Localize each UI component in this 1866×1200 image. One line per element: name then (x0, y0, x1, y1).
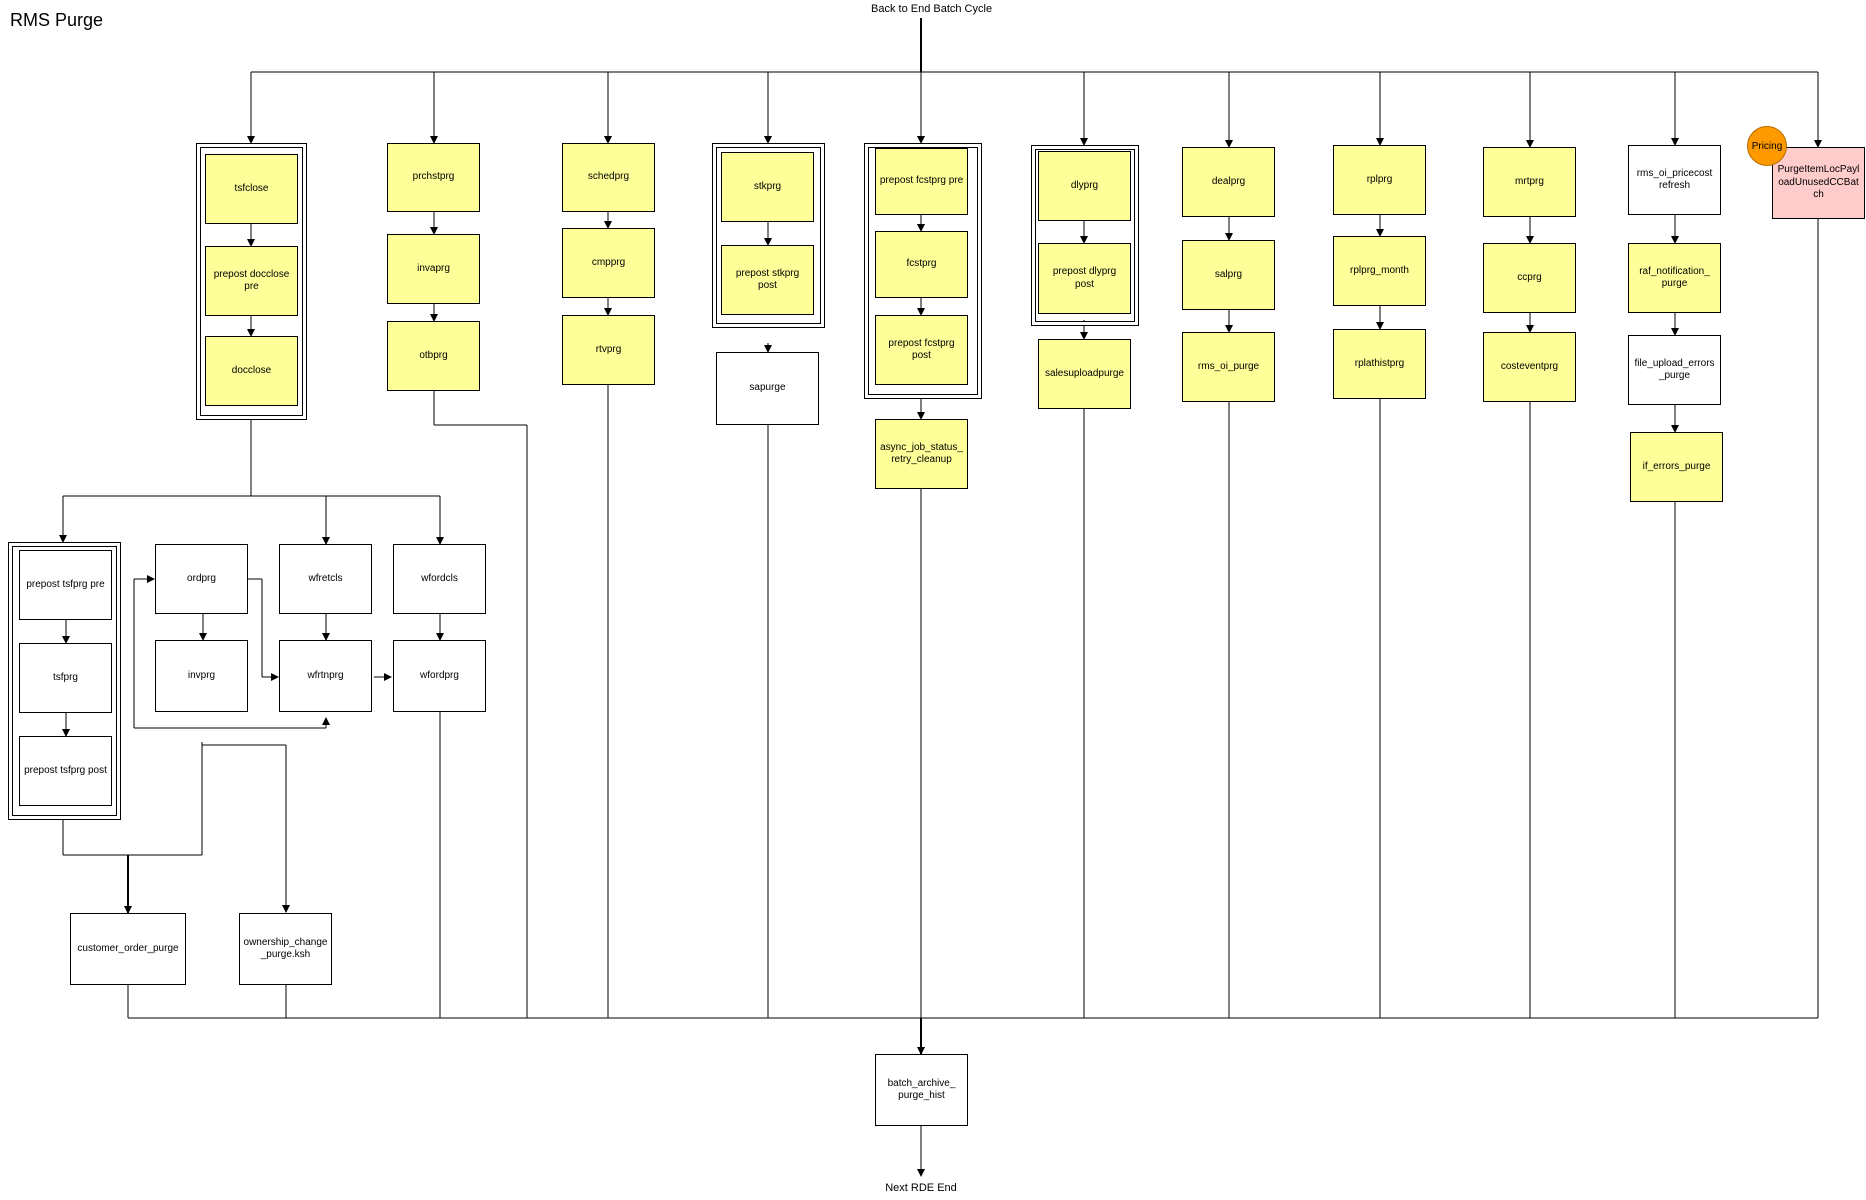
node-costeventprg[interactable]: costeventprg (1483, 332, 1576, 402)
node-batch-archive-purge-hist[interactable]: batch_archive_ purge_hist (875, 1054, 968, 1126)
node-prepost-tsfprg-post[interactable]: prepost tsfprg post (19, 736, 112, 806)
node-purge-item-loc-payload[interactable]: PurgeItemLocPayl oadUnusedCCBat ch (1772, 147, 1865, 219)
group-stkprg (712, 143, 825, 328)
node-ownership-change-purge[interactable]: ownership_change _purge.ksh (239, 913, 332, 985)
node-stkprg[interactable]: stkprg (721, 152, 814, 222)
node-prepost-docclose-pre[interactable]: prepost docclose pre (205, 246, 298, 316)
group-dlyprg (1031, 145, 1139, 326)
node-wfordprg[interactable]: wfordprg (393, 640, 486, 712)
node-async-job-status[interactable]: async_job_status_ retry_cleanup (875, 419, 968, 489)
node-invprg[interactable]: invprg (155, 640, 248, 712)
node-rplprg-month[interactable]: rplprg_month (1333, 236, 1426, 306)
node-file-upload-errors-purge[interactable]: file_upload_errors _purge (1628, 335, 1721, 405)
node-tsfclose[interactable]: tsfclose (205, 154, 298, 224)
node-ordprg[interactable]: ordprg (155, 544, 248, 614)
node-docclose[interactable]: docclose (205, 336, 298, 406)
node-prepost-fcstprg-pre[interactable]: prepost fcstprg pre (875, 148, 968, 215)
group-docclose (196, 143, 307, 420)
node-otbprg[interactable]: otbprg (387, 321, 480, 391)
node-rplathistprg[interactable]: rplathistprg (1333, 329, 1426, 399)
node-rms-oi-purge[interactable]: rms_oi_purge (1182, 332, 1275, 402)
page-title: RMS Purge (10, 10, 104, 30)
node-invaprg[interactable]: invaprg (387, 234, 480, 304)
node-tsfprg[interactable]: tsfprg (19, 643, 112, 713)
node-customer-order-purge[interactable]: customer_order_purge (70, 913, 186, 985)
node-salprg[interactable]: salprg (1182, 240, 1275, 310)
node-if-errors-purge[interactable]: if_errors_purge (1630, 432, 1723, 502)
node-prepost-dlyprg-post[interactable]: prepost dlyprg post (1038, 243, 1131, 314)
node-salesuploadpurge[interactable]: salesuploadpurge (1038, 339, 1131, 409)
top-label: Back to End Batch Cycle (871, 3, 993, 15)
node-raf-notification-purge[interactable]: raf_notification_ purge (1628, 243, 1721, 313)
node-ccprg[interactable]: ccprg (1483, 243, 1576, 313)
node-dealprg[interactable]: dealprg (1182, 147, 1275, 217)
node-fcstprg[interactable]: fcstprg (875, 231, 968, 298)
node-rms-oi-pricecost-refresh[interactable]: rms_oi_pricecost refresh (1628, 145, 1721, 215)
group-tsfprg (8, 542, 121, 820)
node-sapurge[interactable]: sapurge (716, 352, 819, 425)
node-cmpprg[interactable]: cmpprg (562, 228, 655, 298)
node-wfrtnprg[interactable]: wfrtnprg (279, 640, 372, 712)
group-fcstprg (864, 143, 982, 399)
bottom-label: Next RDE End (885, 1182, 957, 1194)
node-rplprg[interactable]: rplprg (1333, 145, 1426, 215)
node-rtvprg[interactable]: rtvprg (562, 315, 655, 385)
pricing-badge: Pricing (1747, 126, 1787, 166)
node-mrtprg[interactable]: mrtprg (1483, 147, 1576, 217)
node-prchstprg[interactable]: prchstprg (387, 143, 480, 212)
node-prepost-stkprg-post[interactable]: prepost stkprg post (721, 245, 814, 315)
node-prepost-fcstprg-post[interactable]: prepost fcstprg post (875, 315, 968, 385)
node-wfordcls[interactable]: wfordcls (393, 544, 486, 614)
node-schedprg[interactable]: schedprg (562, 143, 655, 212)
node-prepost-tsfprg-pre[interactable]: prepost tsfprg pre (19, 550, 112, 620)
node-wfretcls[interactable]: wfretcls (279, 544, 372, 614)
node-dlyprg[interactable]: dlyprg (1038, 151, 1131, 221)
